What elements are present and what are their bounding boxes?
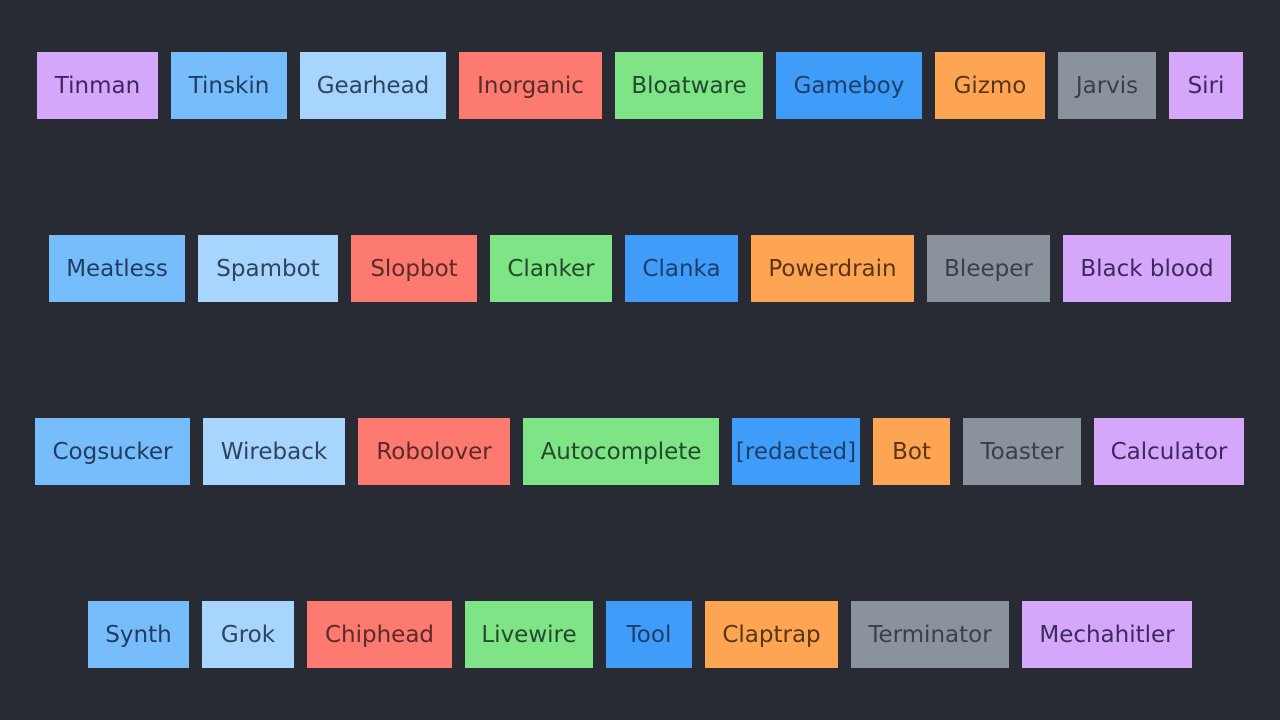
word-tag: Tinman <box>37 52 158 119</box>
word-tag: Clanker <box>490 235 612 302</box>
word-tag: [redacted] <box>732 418 860 485</box>
word-tag: Siri <box>1169 52 1243 119</box>
word-tag: Slopbot <box>351 235 477 302</box>
word-tag: Wireback <box>203 418 345 485</box>
word-tag: Claptrap <box>705 601 838 668</box>
word-tag: Gizmo <box>935 52 1045 119</box>
word-tag: Bot <box>873 418 950 485</box>
word-tag: Calculator <box>1094 418 1244 485</box>
word-tag: Bloatware <box>615 52 763 119</box>
word-tag: Chiphead <box>307 601 452 668</box>
word-tag: Grok <box>202 601 294 668</box>
word-tag: Powerdrain <box>751 235 914 302</box>
word-tag: Autocomplete <box>523 418 719 485</box>
word-tag: Toaster <box>963 418 1081 485</box>
word-tag: Robolover <box>358 418 510 485</box>
word-tag: Synth <box>88 601 189 668</box>
word-tag: Gameboy <box>776 52 922 119</box>
word-tag: Tinskin <box>171 52 287 119</box>
word-tag: Livewire <box>465 601 593 668</box>
word-tag: Cogsucker <box>35 418 190 485</box>
word-tag: Spambot <box>198 235 338 302</box>
word-tag: Gearhead <box>300 52 446 119</box>
word-tag: Black blood <box>1063 235 1231 302</box>
word-tag: Inorganic <box>459 52 602 119</box>
word-tag: Meatless <box>49 235 185 302</box>
word-tag: Mechahitler <box>1022 601 1192 668</box>
word-tag: Jarvis <box>1058 52 1156 119</box>
word-tag: Tool <box>606 601 692 668</box>
word-tag: Clanka <box>625 235 738 302</box>
word-tag: Terminator <box>851 601 1009 668</box>
word-tag: Bleeper <box>927 235 1050 302</box>
